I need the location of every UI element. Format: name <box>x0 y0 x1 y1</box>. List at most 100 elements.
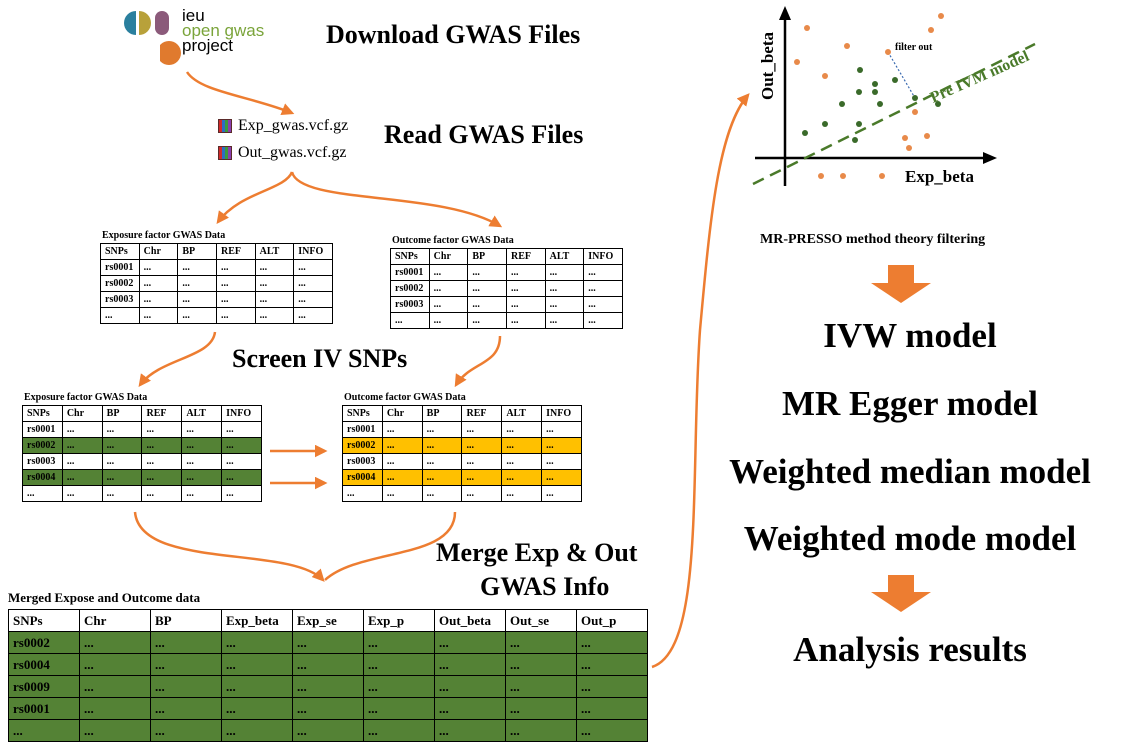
table-row: rs0003............... <box>390 296 623 313</box>
table-header-cell: SNPs <box>8 609 80 632</box>
table-cell: ... <box>221 485 262 502</box>
table-cell: ... <box>215 307 256 324</box>
table-row: .................. <box>342 485 582 502</box>
table-cell: rs0003 <box>342 453 383 470</box>
table-cell: ... <box>544 312 585 329</box>
out-table-screen-caption: Outcome factor GWAS Data <box>344 392 466 403</box>
table-cell: ... <box>421 485 463 502</box>
logo-text-project: project <box>182 36 234 55</box>
table-header-cell: Chr <box>61 405 103 422</box>
table-cell: ... <box>177 307 217 324</box>
pre-ivm-line <box>752 42 1036 186</box>
table-header-cell: Chr <box>79 609 151 632</box>
scatter-point-inlier <box>856 121 862 127</box>
table-cell: rs0004 <box>22 469 63 486</box>
table-cell: ... <box>221 421 262 438</box>
table-row: rs0002............... <box>390 280 623 297</box>
table-cell: ... <box>177 291 217 308</box>
table-cell: ... <box>544 264 585 281</box>
table-cell: ... <box>576 653 648 676</box>
scatter-point-outlier <box>938 13 944 19</box>
table-cell: ... <box>421 469 463 486</box>
table-header-cell: INFO <box>541 405 582 422</box>
table-header-cell: ALT <box>181 405 223 422</box>
table-cell: rs0002 <box>8 631 80 654</box>
arrow-files-to-out <box>290 171 503 228</box>
table-row: rs0003............... <box>100 291 333 308</box>
table-cell: ... <box>583 264 623 281</box>
model-mr-egger: MR Egger model <box>782 384 1038 423</box>
table-header-cell: Out_se <box>505 609 577 632</box>
scatter-point-inlier <box>877 101 883 107</box>
table-header-cell: SNPs <box>100 243 140 260</box>
table-cell: ... <box>428 280 469 297</box>
scatter-point-outlier <box>844 43 850 49</box>
scatter-plot: Out_beta Exp_beta Pre IVM model filter o… <box>752 6 1036 186</box>
table-cell: rs0002 <box>342 437 383 454</box>
model-ivw: IVW model <box>823 316 997 355</box>
table-cell: ... <box>583 280 623 297</box>
table-cell: ... <box>434 653 506 676</box>
line-label: Pre IVM model <box>928 48 1033 107</box>
table-cell: ... <box>221 469 262 486</box>
table-cell: ... <box>428 264 469 281</box>
table-cell: ... <box>461 437 503 454</box>
table-cell: ... <box>292 697 364 720</box>
table-cell: rs0002 <box>100 275 140 292</box>
table-cell: rs0004 <box>8 653 80 676</box>
table-header-cell: SNPs <box>342 405 383 422</box>
table-header-cell: Exp_beta <box>221 609 293 632</box>
arrow-logo-to-files <box>185 71 295 116</box>
file-name: Out_gwas.vcf.gz <box>238 144 347 161</box>
table-row: .................. <box>22 485 262 502</box>
table-cell: ... <box>22 485 63 502</box>
table-cell: ... <box>101 485 143 502</box>
table-cell: ... <box>428 312 469 329</box>
scatter-point-outlier <box>906 145 912 151</box>
table-cell: ... <box>363 719 435 742</box>
table-header-cell: Out_p <box>576 609 648 632</box>
title-download: Download GWAS Files <box>326 20 581 49</box>
table-cell: ... <box>79 631 151 654</box>
table-cell: ... <box>215 291 256 308</box>
out-table-top-caption: Outcome factor GWAS Data <box>392 235 514 246</box>
table-cell: ... <box>583 296 623 313</box>
table-header-cell: SNPs <box>390 248 430 265</box>
table-cell: ... <box>141 421 183 438</box>
table-cell: ... <box>79 675 151 698</box>
table-cell: ... <box>79 653 151 676</box>
table-cell: ... <box>467 264 507 281</box>
scatter-point-outlier <box>912 109 918 115</box>
table-cell: ... <box>544 280 585 297</box>
table-cell: ... <box>505 296 546 313</box>
table-row: rs0001............... <box>390 264 623 281</box>
table-cell: ... <box>461 469 503 486</box>
table-header-cell: Exp_se <box>292 609 364 632</box>
scatter-point-inlier <box>852 137 858 143</box>
table-cell: rs0004 <box>342 469 383 486</box>
table-row: rs0002............... <box>22 437 262 454</box>
table-row: rs0003............... <box>342 453 582 470</box>
scatter-point-outlier <box>924 133 930 139</box>
table-header-cell: ALT <box>501 405 543 422</box>
table-cell: ... <box>101 453 143 470</box>
table-cell: ... <box>293 307 333 324</box>
table-cell: ... <box>101 421 143 438</box>
table-cell: ... <box>177 259 217 276</box>
table-cell: ... <box>434 719 506 742</box>
table-cell: rs0009 <box>8 675 80 698</box>
table-row: rs0002............... <box>342 437 582 454</box>
table-cell: rs0001 <box>22 421 63 438</box>
table-cell: ... <box>381 485 423 502</box>
table-cell: ... <box>461 485 503 502</box>
table-cell: ... <box>150 631 222 654</box>
table-cell: ... <box>61 469 103 486</box>
filter-out-line <box>887 51 916 99</box>
table-cell: ... <box>381 469 423 486</box>
scatter-point-inlier <box>892 77 898 83</box>
table-cell: rs0002 <box>22 437 63 454</box>
table-cell: rs0003 <box>100 291 140 308</box>
table-row: rs0003............... <box>22 453 262 470</box>
table-header-cell: Chr <box>381 405 423 422</box>
